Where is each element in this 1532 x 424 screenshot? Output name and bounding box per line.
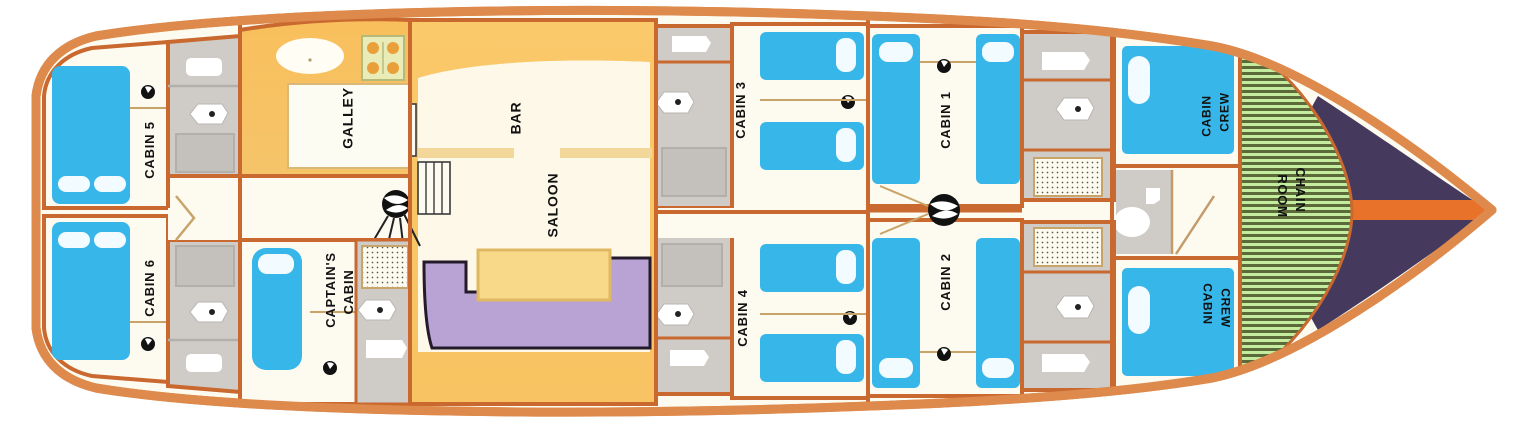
pillow [94,232,126,248]
pillow [982,42,1014,62]
cabin-1 [864,24,1024,208]
sink-icon [276,38,344,74]
sink-icon [366,340,407,358]
toilet-icon [655,303,695,326]
bed-icon [1122,268,1234,376]
captains-cabin [238,238,412,406]
cabin-5-bathroom [166,33,242,178]
pillow [1128,56,1150,104]
porthole-icon [141,337,155,351]
toilet-icon [1055,295,1095,319]
porthole-icon [937,59,951,73]
porthole-icon [323,361,337,375]
sink-icon [672,36,711,52]
mast-aft-icon [367,190,421,253]
crew-cabin-lower [1110,256,1242,390]
shower-icon [361,245,409,289]
pillow [836,340,856,374]
stairs-lower [417,161,451,215]
toilet-icon [189,301,229,323]
cabin-6-bathroom [166,238,242,395]
bed-icon [976,238,1020,388]
pillow [879,42,913,62]
bed-icon [252,248,302,370]
bed-icon [976,34,1020,184]
saloon-table [476,248,612,302]
cabin-2 [864,218,1024,398]
pillow [836,38,856,72]
shower-icon [1033,227,1103,267]
bed-icon [872,34,920,184]
sink-icon [1042,52,1090,70]
bed-icon [872,238,920,388]
bed-icon [52,222,130,360]
pillow [836,128,856,162]
sink-icon [670,350,709,366]
pillow [836,250,856,284]
cabin-3 [730,22,870,212]
chain-room [1236,37,1354,387]
cabin-4 [730,234,870,400]
stove-icon [361,35,405,81]
cabin-2-bathroom [1020,220,1116,392]
crew-cabin-upper [1110,32,1242,168]
porthole-icon [141,85,155,99]
pillow [982,358,1014,378]
sink-icon [186,354,222,372]
porthole-icon [937,347,951,361]
toilet-icon [1055,97,1095,121]
crew-head [1110,164,1242,260]
bowsprit-icon [1318,200,1492,220]
toilet-icon [189,103,229,125]
hull-outline [31,5,1497,417]
sink-icon [1042,354,1090,372]
toilet-icon [655,91,695,114]
sink-icon [1114,207,1150,237]
pillow [58,232,90,248]
bar-saloon-area [408,18,658,406]
cabin-5 [42,39,170,210]
pillow [879,358,913,378]
pillow [258,254,294,274]
cabin-3-bathroom [654,24,734,210]
toilet-icon [357,299,397,321]
cabin-6 [42,214,170,385]
galley [238,17,412,178]
mast-icon [866,185,1022,235]
shower-icon [1033,157,1103,197]
shower-icon [175,133,235,173]
porthole-icon [841,95,855,109]
toilet-icon [1146,188,1160,204]
cabin-4-bathroom [654,234,734,396]
shower-icon [661,147,727,197]
pillow [1128,286,1150,334]
sink-icon [186,58,222,76]
shower-icon [175,245,235,287]
pillow [58,176,90,192]
pillow [94,176,126,192]
shower-icon [661,243,723,287]
bed-icon [52,66,130,204]
cabin-1-bathroom [1020,30,1116,202]
